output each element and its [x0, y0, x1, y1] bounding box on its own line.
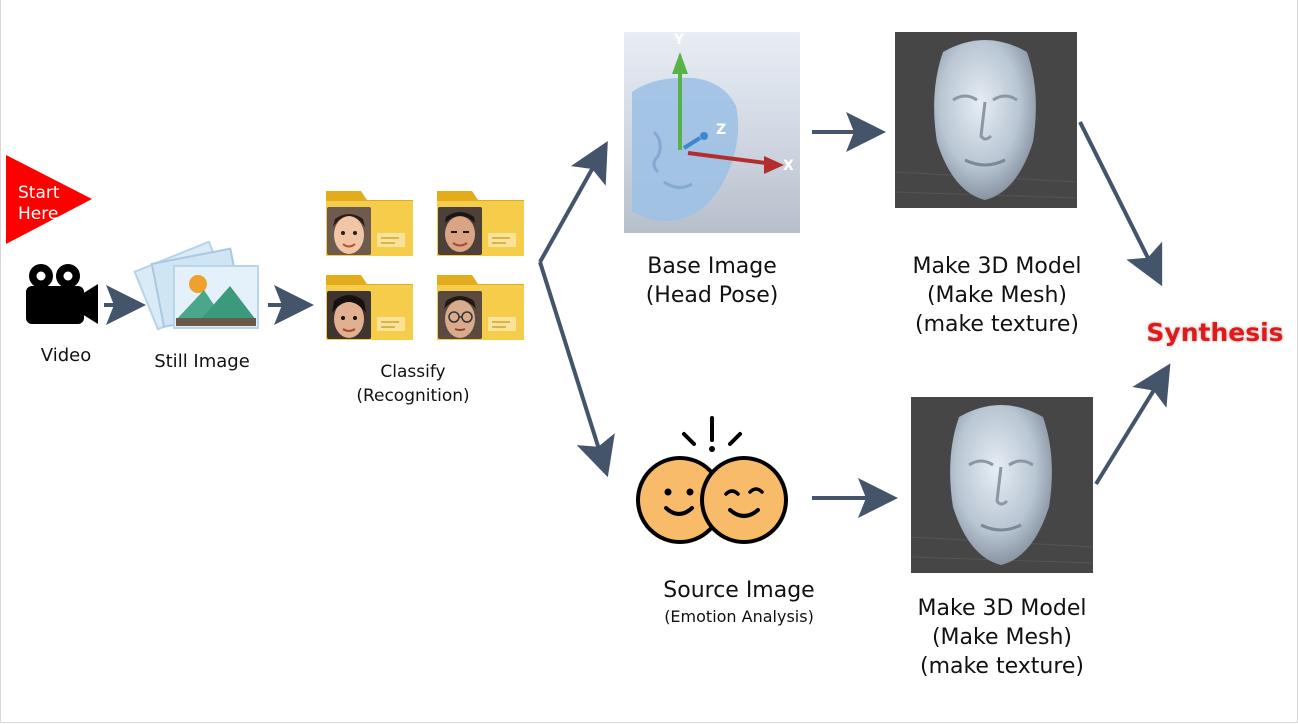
- emotion-faces-icon: [636, 416, 788, 544]
- folder-face-1: [325, 188, 415, 258]
- model-bottom-line-3: (make texture): [919, 654, 1085, 679]
- base-image-label: Base Image (Head Pose): [625, 252, 799, 310]
- model-bottom-line-1: Make 3D Model: [917, 596, 1087, 621]
- start-marker-label: Start Here: [18, 183, 60, 225]
- model-bottom-label: Make 3D Model (Make Mesh) (make texture): [885, 594, 1119, 681]
- start-line-2: Here: [18, 204, 59, 224]
- folder-face-4: [436, 272, 526, 342]
- start-marker-flag: [6, 155, 92, 244]
- model-bottom-line-2: (Make Mesh): [931, 625, 1073, 650]
- axis-y-label: Y: [674, 32, 685, 48]
- video-label: Video: [40, 345, 92, 366]
- mesh-face-top: [895, 40, 1077, 200]
- still-image-label: Still Image: [154, 351, 250, 372]
- classify-line-1: Classify: [380, 362, 446, 382]
- head-pose-illustration: [632, 52, 784, 222]
- face-photo: [327, 291, 371, 339]
- start-line-1: Start: [18, 183, 60, 203]
- mesh-model-top-image: [895, 32, 1077, 208]
- arrow-classify-to-source: [538, 261, 615, 478]
- axis-z-label: Z: [716, 122, 727, 138]
- arrow-model-top-to-synthesis: [1078, 121, 1163, 287]
- face-photo: [438, 291, 482, 339]
- folder-face-3: [325, 272, 415, 342]
- model-top-line-2: (Make Mesh): [926, 283, 1068, 308]
- folder-face-2: [436, 188, 526, 258]
- face-photo: [438, 207, 482, 255]
- model-top-line-3: (make texture): [914, 312, 1080, 337]
- source-image-label: Source Image (Emotion Analysis): [610, 576, 868, 628]
- still-image-icon: [133, 240, 259, 331]
- mesh-model-bottom-image: [911, 397, 1093, 573]
- model-top-label: Make 3D Model (Make Mesh) (make texture): [880, 252, 1114, 339]
- arrow-model-bottom-to-synthesis: [1094, 363, 1171, 486]
- video-camera-icon: [26, 264, 98, 324]
- source-image-line-2: (Emotion Analysis): [664, 607, 814, 626]
- source-image-line-1: Source Image: [663, 578, 815, 603]
- axis-x-label: X: [783, 158, 794, 174]
- base-image-line-2: (Head Pose): [645, 283, 779, 308]
- arrow-classify-to-base: [538, 141, 608, 263]
- head-pose-image: Y Z X: [624, 32, 800, 233]
- classify-line-2: (Recognition): [356, 386, 470, 406]
- synthesis-label: Synthesis: [1146, 318, 1284, 347]
- base-image-line-1: Base Image: [647, 254, 777, 279]
- model-top-line-1: Make 3D Model: [912, 254, 1082, 279]
- classify-label: Classify (Recognition): [340, 360, 486, 408]
- face-photo: [327, 207, 371, 255]
- mesh-face-bottom: [911, 405, 1093, 565]
